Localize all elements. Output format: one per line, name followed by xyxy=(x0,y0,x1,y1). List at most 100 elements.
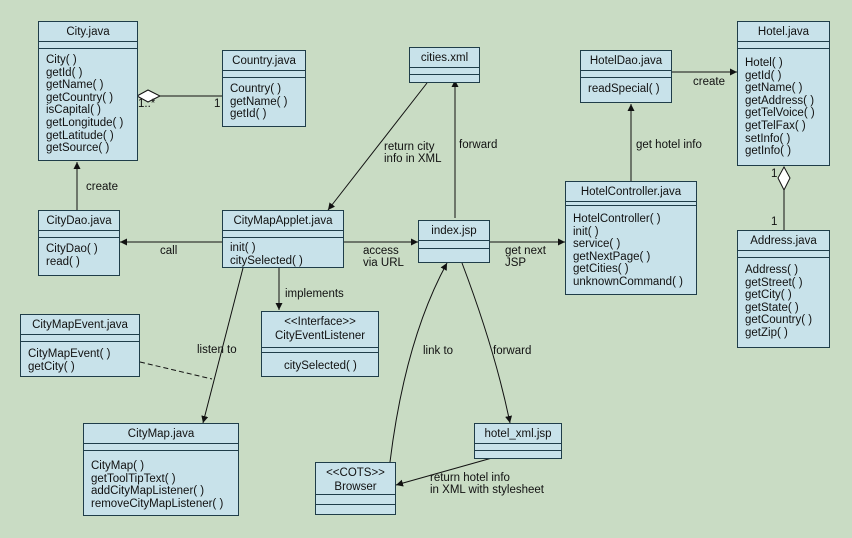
label-link-to: link to xyxy=(423,345,454,357)
class-hotel-xml-jsp[interactable]: hotel_xml.jsp xyxy=(474,423,562,459)
method-item: init( ) xyxy=(573,225,599,238)
class-index-jsp-title: index.jsp xyxy=(419,221,489,241)
method-item: citySelected( ) xyxy=(230,254,303,267)
class-citydao[interactable]: CityDao.java CityDao( )read( ) xyxy=(38,210,120,276)
method-item: getSource( ) xyxy=(46,142,110,155)
method-item: unknownCommand( ) xyxy=(573,275,683,288)
label-return-hotel-line1: return hotel info xyxy=(430,472,510,484)
class-country-methods: Country( )getName( )getId( ) xyxy=(223,83,305,121)
class-country[interactable]: Country.java Country( )getName( )getId( … xyxy=(222,50,306,127)
label-city-country-many: 1..* xyxy=(138,98,156,110)
edge-browser-link-to-index xyxy=(389,262,448,463)
cots-browser-title: <<COTS>> Browser xyxy=(316,463,395,495)
label-access-line2: via URL xyxy=(363,257,404,269)
method-item: CityMapEvent( ) xyxy=(28,348,111,360)
class-hotel-methods: Hotel( )getId( )getName( )getAddress( )g… xyxy=(738,57,829,158)
cots-stereotype: <<COTS>> xyxy=(326,467,385,479)
method-item: CityDao( ) xyxy=(46,243,98,255)
class-citymapevent-title: CityMapEvent.java xyxy=(21,315,139,335)
label-hotel-address-one-top: 1 xyxy=(771,168,778,180)
label-get-next-line1: get next xyxy=(505,245,546,257)
class-hotel[interactable]: Hotel.java Hotel( )getId( )getName( )get… xyxy=(737,21,830,166)
method-item: City( ) xyxy=(46,54,77,66)
method-item: getCities( ) xyxy=(573,263,629,276)
method-item: getTelVoice( ) xyxy=(745,107,815,120)
method-item: getId( ) xyxy=(745,69,782,82)
edge-index-forward-hotelxml xyxy=(461,262,513,424)
label-create-city: create xyxy=(86,181,118,193)
method-item: getNextPage( ) xyxy=(573,250,651,263)
method-item: getCountry( ) xyxy=(745,314,813,327)
cots-name: Browser xyxy=(334,481,377,493)
method-item: getId( ) xyxy=(46,66,83,79)
class-citymapapplet-methods: init( )citySelected( ) xyxy=(223,242,343,267)
class-citymap-title: CityMap.java xyxy=(84,424,238,444)
label-access-line1: access xyxy=(363,245,399,257)
label-forward-hotel: forward xyxy=(493,345,532,357)
class-cities-xml-title: cities.xml xyxy=(410,48,479,68)
class-hoteldao[interactable]: HotelDao.java readSpecial( ) xyxy=(580,50,672,103)
class-city-methods: City( )getId( )getName( )getCountry( )is… xyxy=(39,54,137,155)
class-cities-xml[interactable]: cities.xml xyxy=(409,47,480,83)
method-item: setInfo( ) xyxy=(745,132,791,145)
class-country-title: Country.java xyxy=(223,51,305,71)
edge-event-dashed xyxy=(139,361,213,380)
method-item: getTelFax( ) xyxy=(745,119,806,132)
label-hotel-address-one-bottom: 1 xyxy=(771,216,778,228)
label-return-city-info: return city info in XML xyxy=(384,141,442,165)
label-get-next-line2: JSP xyxy=(505,257,527,269)
class-citymapevent-methods: CityMapEvent( )getCity( ) xyxy=(21,348,139,373)
method-item: Country( ) xyxy=(230,83,282,95)
interface-stereotype: <<Interface>> xyxy=(284,316,356,328)
class-city-title: City.java xyxy=(39,22,137,42)
class-hotelcontroller-title: HotelController.java xyxy=(566,182,696,202)
class-city[interactable]: City.java City( )getId( )getName( )getCo… xyxy=(38,21,138,161)
method-item: init( ) xyxy=(230,242,256,254)
class-citymapevent[interactable]: CityMapEvent.java CityMapEvent( )getCity… xyxy=(20,314,140,377)
class-hotel-title: Hotel.java xyxy=(738,22,829,42)
label-create-hotel: create xyxy=(693,76,725,88)
interface-cityeventlistener-title: <<Interface>> CityEventListener xyxy=(262,312,378,348)
class-citymap[interactable]: CityMap.java CityMap( )getToolTipText( )… xyxy=(83,423,239,516)
method-item: getName( ) xyxy=(745,82,803,95)
method-item: getLatitude( ) xyxy=(46,129,114,142)
edge-applet-listens-citymap xyxy=(201,267,244,424)
method-item: citySelected( ) xyxy=(284,360,357,372)
method-item: getCity( ) xyxy=(745,289,792,302)
class-address[interactable]: Address.java Address( )getStreet( )getCi… xyxy=(737,230,830,348)
method-item: getInfo( ) xyxy=(745,145,792,158)
edge-cities-xml-to-applet xyxy=(327,82,428,211)
class-hotelcontroller[interactable]: HotelController.java HotelController( )i… xyxy=(565,181,697,295)
interface-cityeventlistener-methods: citySelected( ) xyxy=(262,360,378,373)
method-item: isCapital( ) xyxy=(46,104,101,117)
label-get-next-jsp: get next JSP xyxy=(505,245,546,269)
method-item: removeCityMapListener( ) xyxy=(91,497,224,510)
class-hoteldao-methods: readSpecial( ) xyxy=(581,83,671,96)
interface-cityeventlistener[interactable]: <<Interface>> CityEventListener citySele… xyxy=(261,311,379,377)
method-item: getStreet( ) xyxy=(745,276,803,289)
class-index-jsp[interactable]: index.jsp xyxy=(418,220,490,263)
class-citydao-methods: CityDao( )read( ) xyxy=(39,243,119,268)
aggregation-diamond xyxy=(135,89,162,103)
label-access-via-url: access via URL xyxy=(363,245,404,269)
label-implements: implements xyxy=(285,288,344,300)
method-item: readSpecial( ) xyxy=(588,83,660,95)
interface-name: CityEventListener xyxy=(274,330,366,342)
label-listen-to: listen to xyxy=(197,344,237,356)
class-address-methods: Address( )getStreet( )getCity( )getState… xyxy=(738,264,829,340)
method-item: getLongitude( ) xyxy=(46,116,124,129)
cots-browser[interactable]: <<COTS>> Browser xyxy=(315,462,396,515)
class-citymapapplet[interactable]: CityMapApplet.java init( )citySelected( … xyxy=(222,210,344,268)
class-citymap-methods: CityMap( )getToolTipText( )addCityMapLis… xyxy=(84,460,238,510)
method-item: CityMap( ) xyxy=(91,460,145,472)
method-item: getZip( ) xyxy=(745,326,788,339)
class-hotel-xml-jsp-title: hotel_xml.jsp xyxy=(475,424,561,444)
label-return-city-info-line2: info in XML xyxy=(384,153,442,165)
method-item: getName( ) xyxy=(46,79,104,92)
label-return-city-info-line1: return city xyxy=(384,141,435,153)
method-item: HotelController( ) xyxy=(573,213,661,225)
method-item: addCityMapListener( ) xyxy=(91,485,205,498)
method-item: Hotel( ) xyxy=(745,57,783,69)
